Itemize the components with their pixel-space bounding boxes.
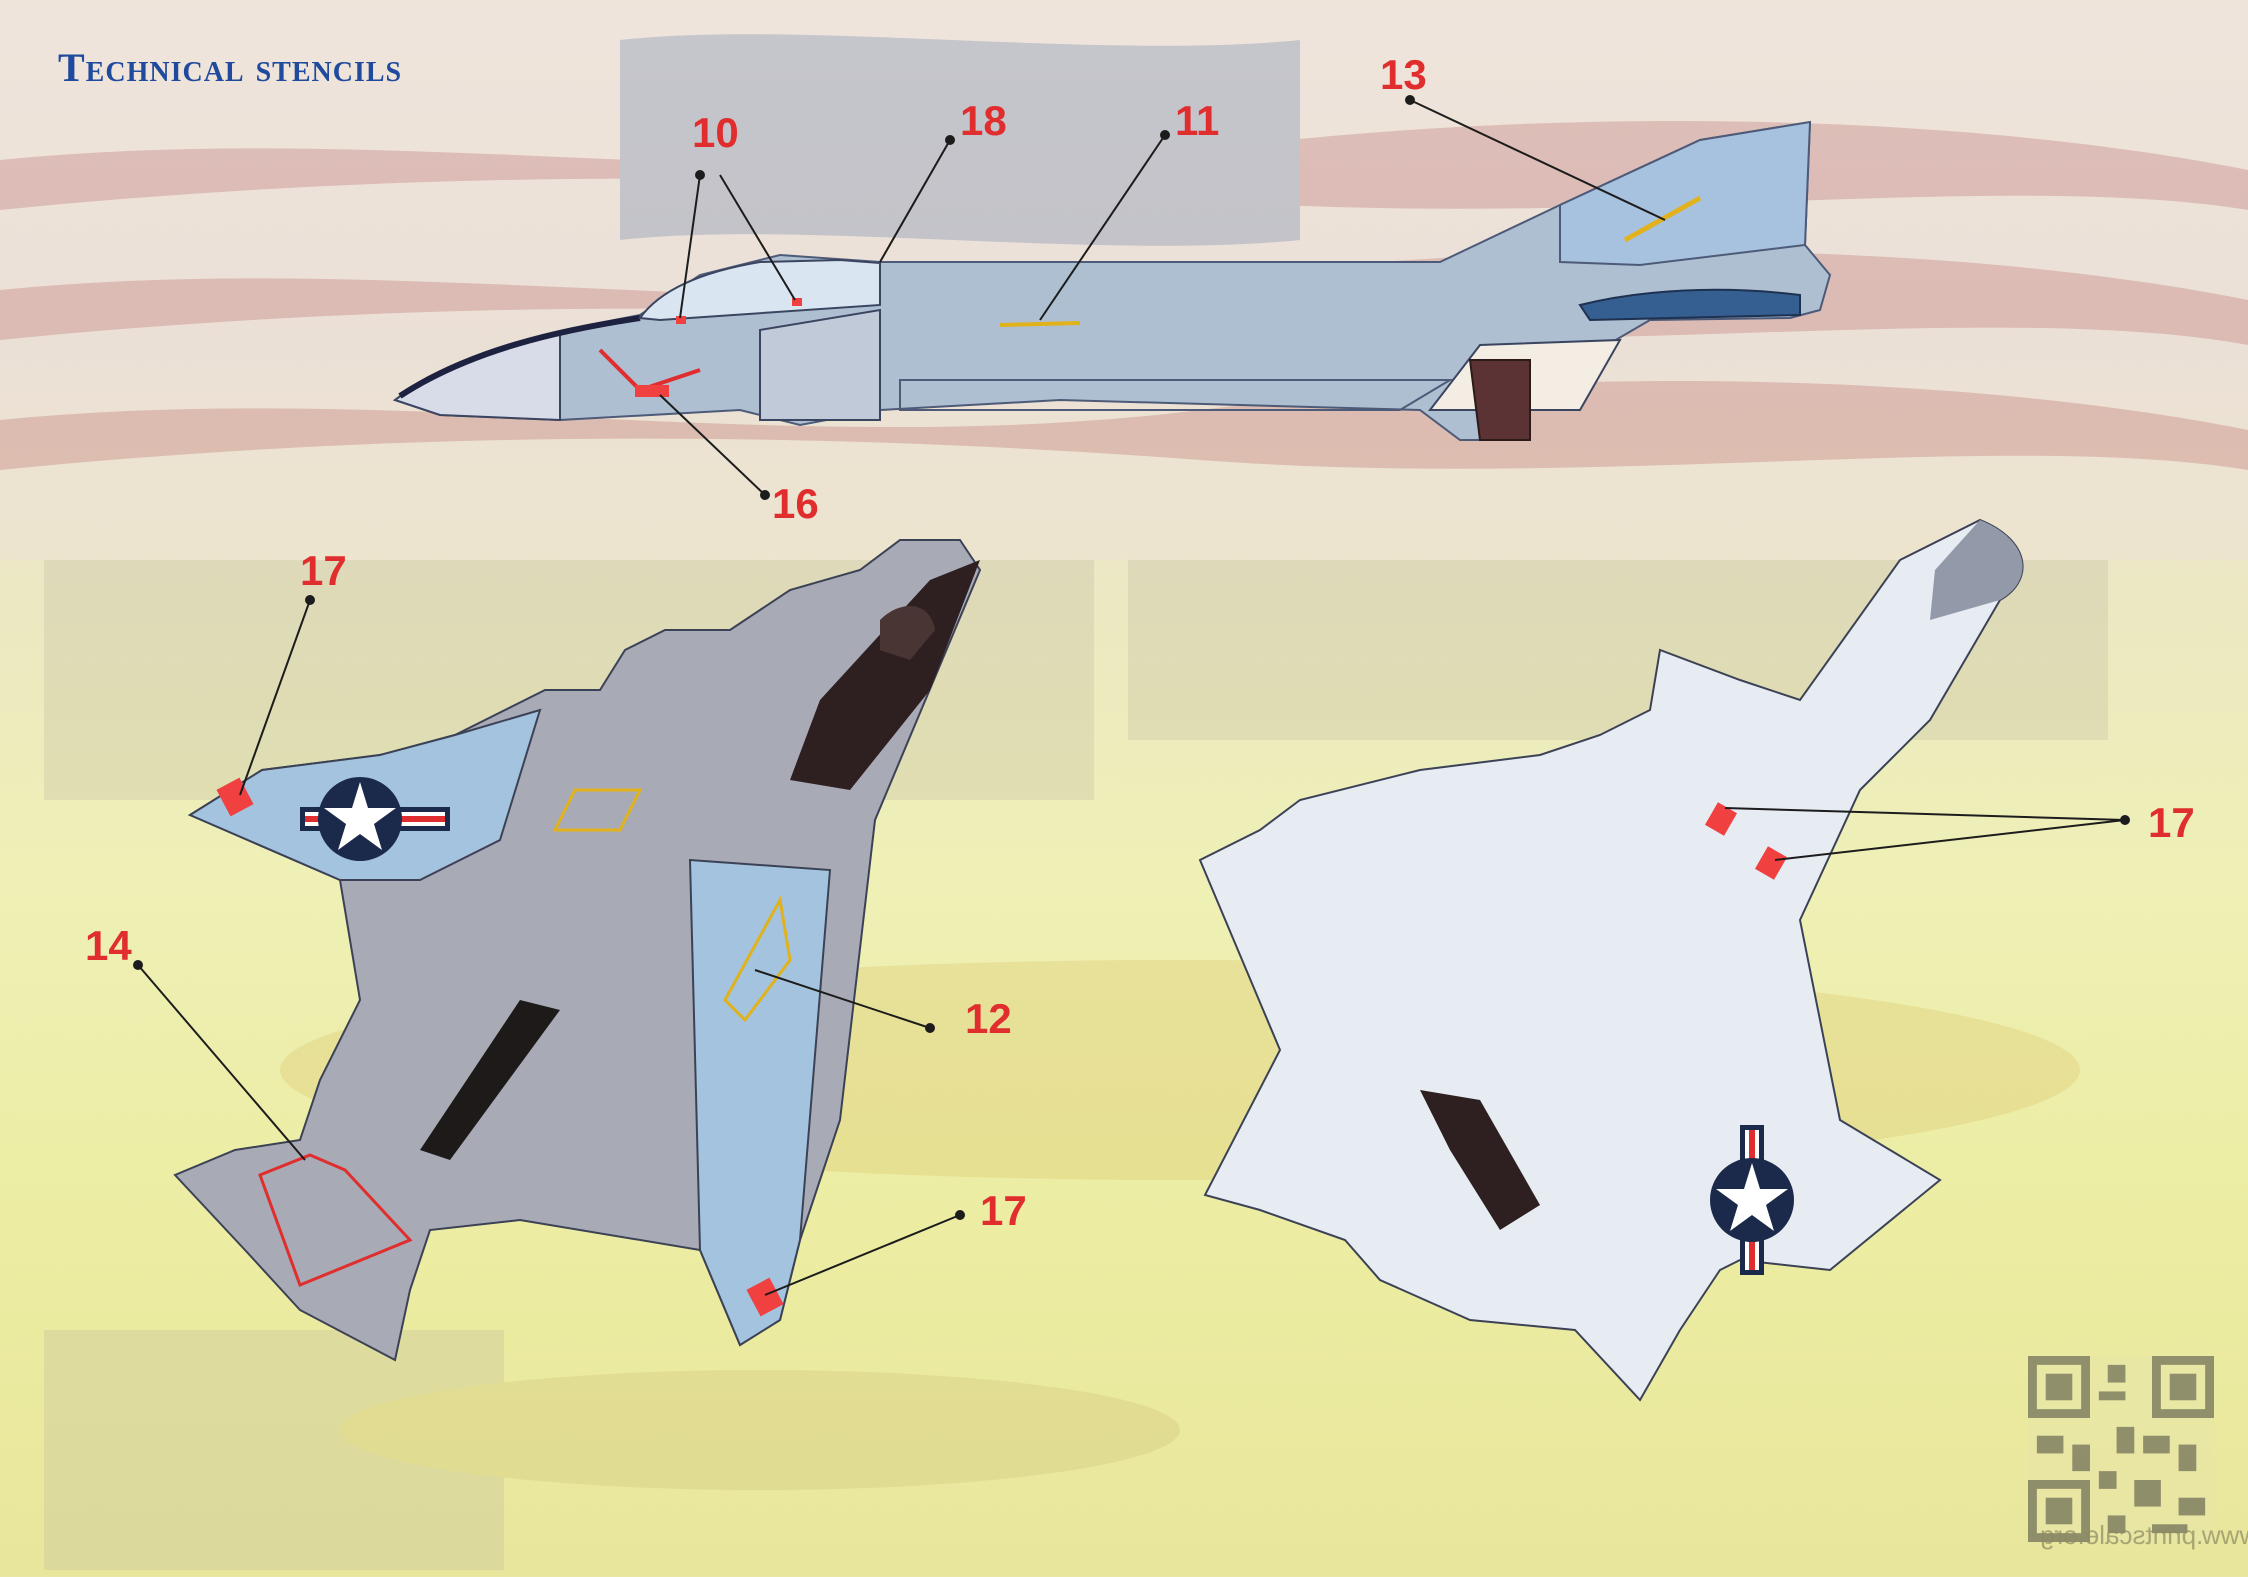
page-title: Technical stencils — [58, 45, 403, 90]
callout-18: 18 — [960, 97, 1007, 144]
callout-11: 11 — [1175, 97, 1220, 144]
callout-14: 14 — [85, 922, 132, 969]
star-insignia-icon — [1710, 1125, 1794, 1275]
callout-16: 16 — [772, 480, 819, 527]
callout-17-bottom-left: 17 — [980, 1187, 1027, 1234]
star-insignia-icon — [300, 777, 450, 861]
qr-code-icon — [2028, 1356, 2214, 1542]
side-view-aircraft — [392, 120, 1832, 441]
leader-lines — [133, 95, 2130, 1296]
callout-12: 12 — [965, 995, 1012, 1042]
callout-17-top-left: 17 — [300, 547, 347, 594]
callout-10: 10 — [692, 109, 739, 156]
top-view-aircraft — [173, 539, 982, 1362]
callout-17-bottom-view: 17 — [2148, 799, 2195, 846]
bottom-view-aircraft — [1198, 518, 2024, 1402]
website-url: www.printscale.org — [2040, 1520, 2248, 1550]
callout-13: 13 — [1380, 51, 1427, 98]
